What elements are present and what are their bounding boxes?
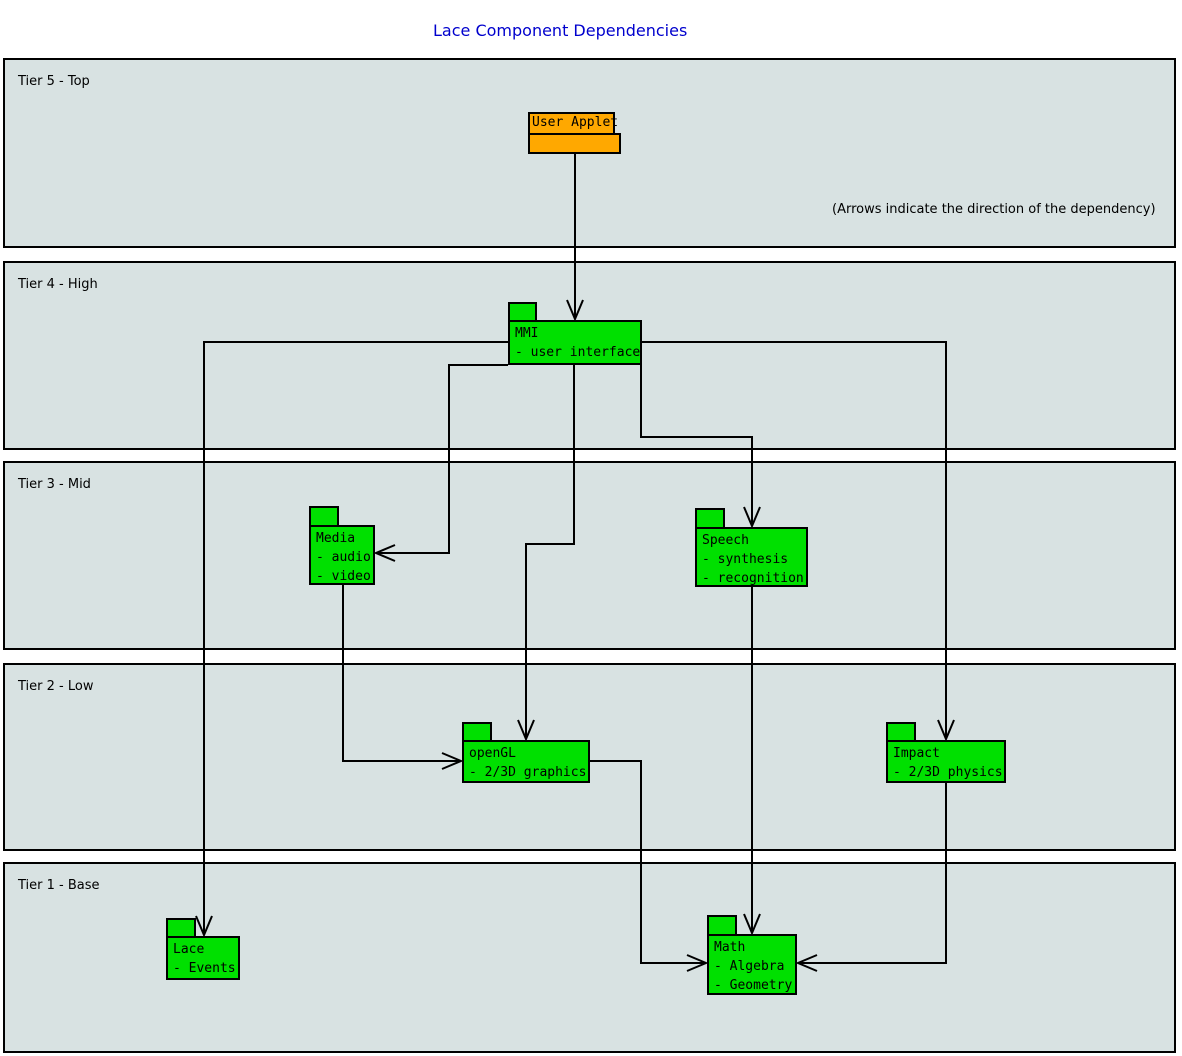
edge-mmi-speech	[640, 365, 761, 529]
component-item: - synthesis	[702, 552, 789, 567]
tier-label-4: Tier 4 - High	[18, 277, 98, 292]
component-media: Media - audio - video	[309, 506, 375, 585]
component-item: - 2/3D graphics	[469, 765, 587, 780]
component-user-applet-body	[528, 133, 621, 154]
dependency-direction-note: (Arrows indicate the direction of the de…	[832, 202, 1156, 217]
component-math: Math - Algebra - Geometry	[707, 915, 797, 995]
component-speech: Speech - synthesis - recognition	[695, 508, 808, 587]
edge-mmi-media	[373, 364, 508, 562]
component-math-body: Math - Algebra - Geometry	[707, 934, 797, 995]
edge-mmi-lace	[195, 341, 508, 938]
component-user-applet-title: User Applet	[528, 112, 618, 135]
component-opengl-body: openGL - 2/3D graphics	[462, 740, 590, 783]
component-opengl: openGL - 2/3D graphics	[462, 722, 590, 783]
component-item: - Algebra	[714, 959, 785, 974]
tier-label-2: Tier 2 - Low	[18, 679, 94, 694]
component-mmi-tab	[508, 302, 537, 322]
edge-mmi-opengl	[517, 365, 575, 742]
component-math-tab	[707, 915, 737, 936]
component-title: openGL	[469, 746, 516, 761]
component-title: MMI	[515, 326, 539, 341]
component-item: - Geometry	[714, 978, 793, 993]
tier-label-5: Tier 5 - Top	[18, 74, 90, 89]
page-title: Lace Component Dependencies	[433, 21, 688, 40]
component-mmi-body: MMI - user interface	[508, 320, 642, 365]
component-item: - video	[316, 569, 371, 584]
tier-label-1: Tier 1 - Base	[18, 878, 100, 893]
component-speech-tab	[695, 508, 725, 529]
component-lace-body: Lace - Events	[166, 936, 240, 980]
component-lace: Lace - Events	[166, 918, 240, 980]
component-lace-tab	[166, 918, 196, 938]
component-item: - Events	[173, 961, 236, 976]
component-title: Lace	[173, 942, 205, 957]
tier-band-3: Tier 3 - Mid	[3, 461, 1176, 650]
component-title: Speech	[702, 533, 749, 548]
tier-label-3: Tier 3 - Mid	[18, 477, 91, 492]
edge-impact-math	[795, 783, 947, 972]
component-item: - user interface	[515, 345, 641, 360]
component-media-tab	[309, 506, 339, 527]
edge-mmi-impact	[642, 341, 955, 742]
component-user-applet: User Applet	[528, 112, 621, 154]
component-mmi: MMI - user interface	[508, 302, 642, 365]
component-item: - recognition	[702, 571, 804, 586]
component-title: Math	[714, 940, 746, 955]
component-item: - 2/3D physics	[893, 765, 1003, 780]
component-media-body: Media - audio - video	[309, 525, 375, 585]
component-title: Media	[316, 531, 356, 546]
component-impact: Impact - 2/3D physics	[886, 722, 1006, 783]
component-opengl-tab	[462, 722, 492, 742]
component-impact-tab	[886, 722, 916, 742]
component-speech-body: Speech - synthesis - recognition	[695, 527, 808, 587]
component-impact-body: Impact - 2/3D physics	[886, 740, 1006, 783]
component-title: Impact	[893, 746, 940, 761]
component-item: - audio	[316, 550, 371, 565]
edge-media-opengl	[342, 585, 464, 770]
edge-opengl-math	[590, 760, 709, 972]
